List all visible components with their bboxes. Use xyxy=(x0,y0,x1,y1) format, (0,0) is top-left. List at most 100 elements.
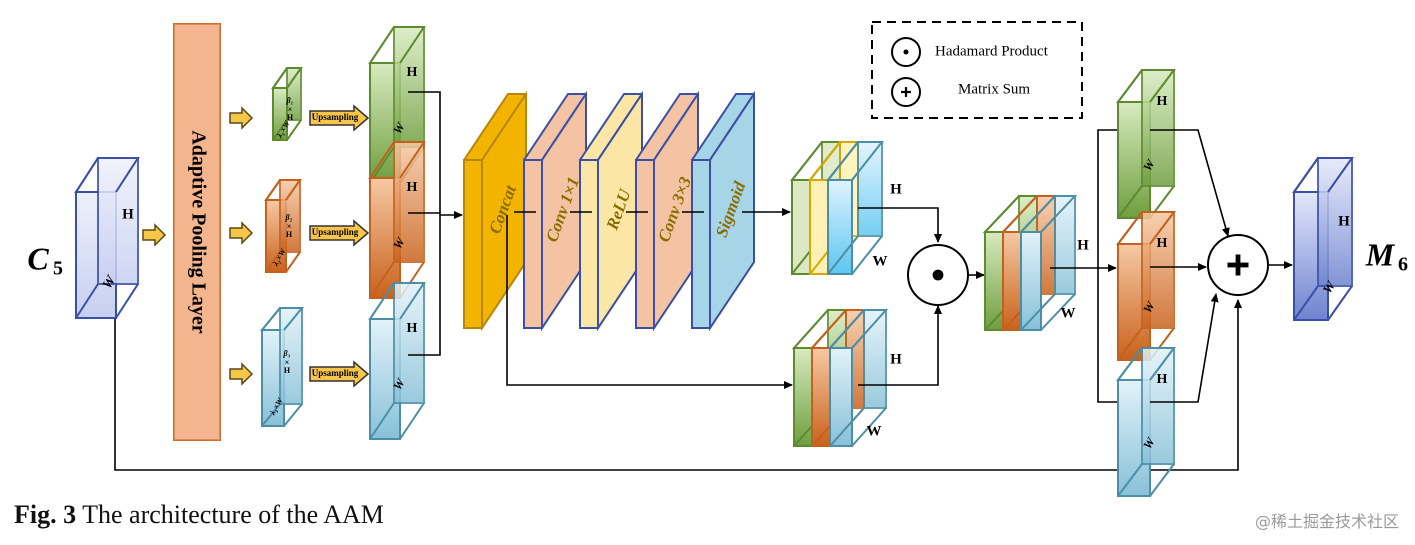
cube-face xyxy=(829,347,853,447)
caption-text: The architecture of the AAM xyxy=(76,500,384,529)
cube-edge xyxy=(399,26,425,64)
caption-figure-number: Fig. 3 xyxy=(14,500,77,529)
cube-edge xyxy=(1117,347,1143,381)
weighted-stack-teal xyxy=(1018,195,1078,331)
cube-edge xyxy=(261,307,281,331)
pool-label-h: H xyxy=(287,113,294,122)
pooled-feature-orange xyxy=(264,179,302,273)
cube-edge xyxy=(272,119,288,141)
cube-edge xyxy=(1149,463,1175,497)
cube-edge xyxy=(265,179,281,201)
feat-dim-h: H xyxy=(890,351,902,367)
cube-edge xyxy=(369,402,395,440)
upsampled-dim-h: H xyxy=(407,180,418,195)
pool-label-beta: β₂ xyxy=(285,213,293,222)
cube-edge xyxy=(115,157,139,193)
slab-front xyxy=(463,159,483,329)
slab-front xyxy=(579,159,599,329)
pooled-feature-teal xyxy=(259,307,305,427)
branch-arrow-icon xyxy=(229,362,254,386)
cube-edge xyxy=(829,309,865,349)
cube-edge xyxy=(1020,195,1056,233)
cube-edge xyxy=(285,179,301,201)
figure-caption: Fig. 3 The architecture of the AAM xyxy=(14,500,384,530)
cube-edge xyxy=(811,309,847,349)
cube-edge xyxy=(75,283,99,319)
cube-edge xyxy=(793,309,829,349)
branch-arrow-icon xyxy=(229,221,254,245)
slab-front xyxy=(635,159,655,329)
feature-stack-teal xyxy=(827,309,889,447)
diagram-shapes xyxy=(74,21,1354,497)
cube-edge xyxy=(1002,195,1038,233)
feat-dim-w: W xyxy=(867,423,882,439)
cube-edge xyxy=(1117,327,1143,361)
c5-label: C xyxy=(27,240,49,276)
cube-edge xyxy=(75,157,99,193)
cube-face xyxy=(793,347,813,447)
upsampling-label: Upsampling xyxy=(312,368,359,378)
plus-mark xyxy=(1235,254,1241,276)
cube-edge xyxy=(1149,211,1175,245)
cube-edge xyxy=(369,26,395,64)
cube-edge xyxy=(851,407,887,447)
upsampling-arrow-icon xyxy=(309,104,370,132)
dot-mark xyxy=(932,269,944,281)
cube-edge xyxy=(399,141,425,179)
cube-edge xyxy=(115,283,139,319)
cube-edge xyxy=(1293,157,1319,193)
cube-edge xyxy=(809,141,841,181)
cube-edge xyxy=(851,309,887,349)
cube-face xyxy=(791,179,811,275)
split-line-bottom xyxy=(1097,268,1118,403)
skip-connection-line xyxy=(114,299,1242,471)
input-feature-c5 xyxy=(74,157,140,319)
concat-skip-line xyxy=(506,215,793,389)
cube-edge xyxy=(984,195,1020,233)
m6-label-subscript: 6 xyxy=(1398,254,1408,276)
cube-edge xyxy=(1117,69,1143,103)
slab-front xyxy=(691,159,711,329)
upsampling-teal xyxy=(309,360,370,388)
cube-edge xyxy=(791,141,823,181)
cube-edge xyxy=(827,235,859,275)
cube-edge xyxy=(283,403,303,427)
upsampled-feature-orange xyxy=(368,141,426,299)
cube-edge xyxy=(1149,347,1175,381)
cube-edge xyxy=(261,403,281,427)
split-feature-green xyxy=(1116,69,1176,219)
split-line-top xyxy=(1097,129,1118,268)
dot-mark xyxy=(903,49,909,55)
pool-label-beta: β₁ xyxy=(286,96,294,105)
pool-label-times: × xyxy=(285,358,290,367)
cube-edge xyxy=(1117,463,1143,497)
cube-edge xyxy=(369,261,395,299)
split-dim-h: H xyxy=(1157,94,1168,109)
attn-to-hadamard xyxy=(858,207,942,243)
pool-label-times: × xyxy=(287,222,292,231)
branch-arrow-icon xyxy=(229,106,254,130)
cube-edge xyxy=(285,251,301,273)
feat-to-hadamard xyxy=(858,305,942,386)
cube-edge xyxy=(369,141,395,179)
cube-edge xyxy=(286,67,302,89)
attention-map-blue xyxy=(825,141,885,275)
upsampled-feature-teal xyxy=(368,282,426,440)
pool-label-beta: β₃ xyxy=(283,349,291,358)
legend-sum-label: Matrix Sum xyxy=(958,81,1030,97)
cube-edge xyxy=(369,282,395,320)
upsampling-arrow-icon xyxy=(309,360,370,388)
cube-back xyxy=(1054,195,1076,295)
output-feature-m6 xyxy=(1292,157,1354,321)
cube-edge xyxy=(1149,69,1175,103)
cube-edge xyxy=(1327,157,1353,193)
cube-face xyxy=(984,231,1004,331)
legend-hadamard-label: Hadamard Product xyxy=(935,43,1049,59)
split-dim-h: H xyxy=(1157,372,1168,387)
cube-edge xyxy=(399,402,425,440)
c5-dim-h: H xyxy=(122,206,134,222)
cube-face xyxy=(809,179,829,275)
weighted-dim-w: W xyxy=(1061,305,1076,321)
cube-edge xyxy=(1117,211,1143,245)
cube-edge xyxy=(851,141,883,181)
